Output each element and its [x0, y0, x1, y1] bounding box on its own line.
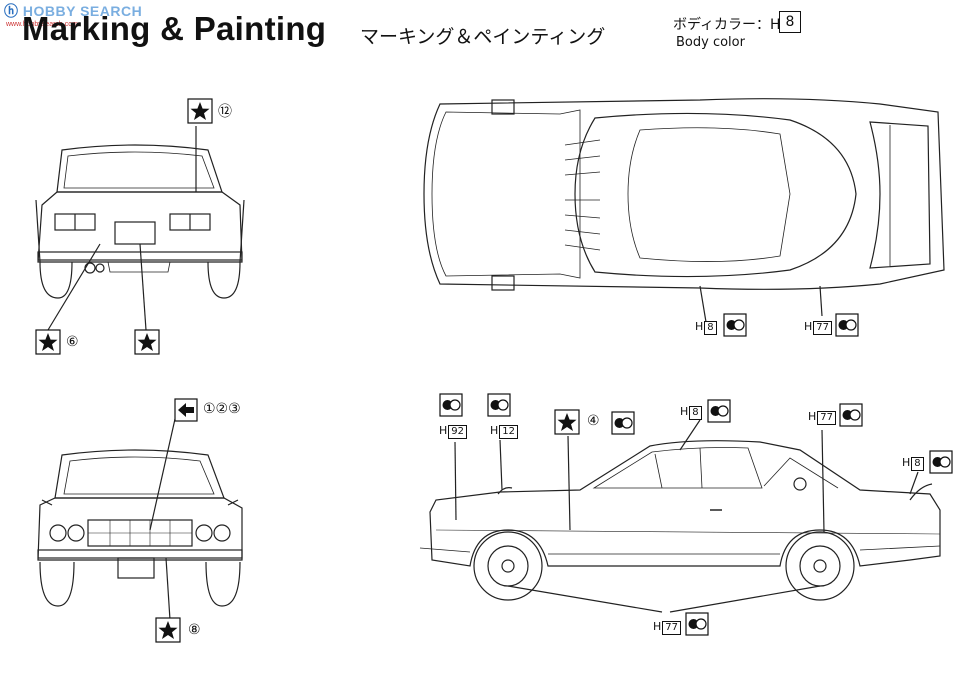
star-decal-icon [155, 617, 181, 643]
star-decal-icon [134, 329, 160, 355]
rear-decal-number-left: ⑥ [66, 334, 79, 350]
watermark-logo: ⓗ HOBBY SEARCH [4, 1, 142, 21]
page-subtitle: マーキング＆ペインティング [360, 26, 606, 48]
watermark-url: www.hobbysearch.com [6, 21, 78, 28]
paint-swatch-icon [835, 313, 859, 337]
watermark-text: HOBBY SEARCH [22, 3, 143, 19]
paint-swatch-icon [839, 403, 863, 427]
watermark-mark: ⓗ [4, 3, 19, 19]
arrow-decal-icon [174, 398, 198, 422]
front-decal-numbers-top: ①②③ [203, 401, 241, 417]
paint-swatch-icon [439, 393, 463, 417]
paint-swatch-icon [685, 612, 709, 636]
front-view-drawing [37, 418, 243, 621]
star-decal-icon [187, 98, 213, 124]
paint-swatch-icon [487, 393, 511, 417]
star-decal-icon [554, 409, 580, 435]
rear-decal-number-top: ⑫ [218, 104, 232, 120]
top-view-drawing [423, 98, 945, 323]
paint-swatch-icon [723, 313, 747, 337]
body-color-label-en: Body color [676, 35, 745, 50]
paint-swatch-icon [611, 411, 635, 435]
side-decal-number: ④ [587, 413, 600, 429]
page-title: Marking & Painting [22, 10, 327, 47]
paint-swatch-icon [929, 450, 953, 474]
body-color-code: 8 [779, 11, 801, 33]
paint-swatch-icon [707, 399, 731, 423]
star-decal-icon [35, 329, 61, 355]
front-decal-number-bottom: ⑧ [188, 622, 201, 638]
body-color-label: ボディカラー：H [673, 17, 781, 33]
side-view-drawing [419, 419, 941, 613]
rear-view-drawing [35, 126, 245, 331]
